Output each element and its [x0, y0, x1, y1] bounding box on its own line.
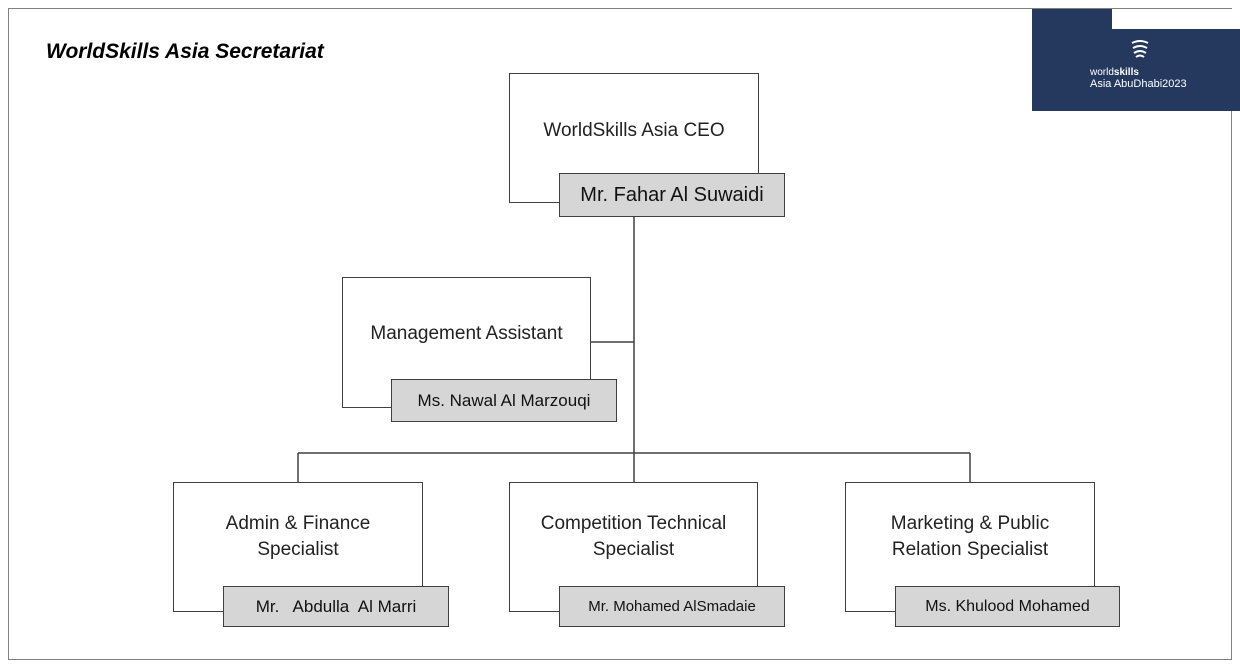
marketing-role-line2: Relation Specialist — [891, 539, 1049, 560]
ceo-role: WorldSkills Asia CEO — [543, 120, 725, 141]
assistant-role: Management Assistant — [370, 323, 563, 344]
technical-role: Competition Technical Specialist — [509, 511, 758, 563]
assistant-name: Ms. Nawal Al Marzouqi — [391, 379, 617, 422]
technical-role-line2: Specialist — [592, 539, 675, 560]
logo-subtitle: Asia AbuDhabi2023 — [1090, 78, 1187, 90]
marketing-name: Ms. Khulood Mohamed — [895, 586, 1120, 627]
finance-name: Mr. Abdulla Al Marri — [223, 586, 449, 627]
logo-wordmark: worldskills — [1090, 67, 1139, 78]
worldskills-mark-icon — [1131, 40, 1149, 58]
finance-role-line1: Admin & Finance — [225, 513, 371, 534]
technical-role-line1: Competition Technical — [540, 513, 727, 534]
page-title: WorldSkills Asia Secretariat — [46, 40, 324, 63]
finance-role: Admin & Finance Specialist — [173, 511, 423, 563]
ceo-name: Mr. Fahar Al Suwaidi — [559, 173, 785, 217]
marketing-role-line1: Marketing & Public — [890, 513, 1050, 534]
finance-role-line2: Specialist — [257, 539, 339, 560]
technical-name: Mr. Mohamed AlSmadaie — [559, 586, 785, 627]
logo-notch — [1112, 9, 1240, 29]
marketing-role: Marketing & Public Relation Specialist — [845, 511, 1095, 563]
worldskills-logo: worldskills Asia AbuDhabi2023 — [1032, 9, 1240, 111]
